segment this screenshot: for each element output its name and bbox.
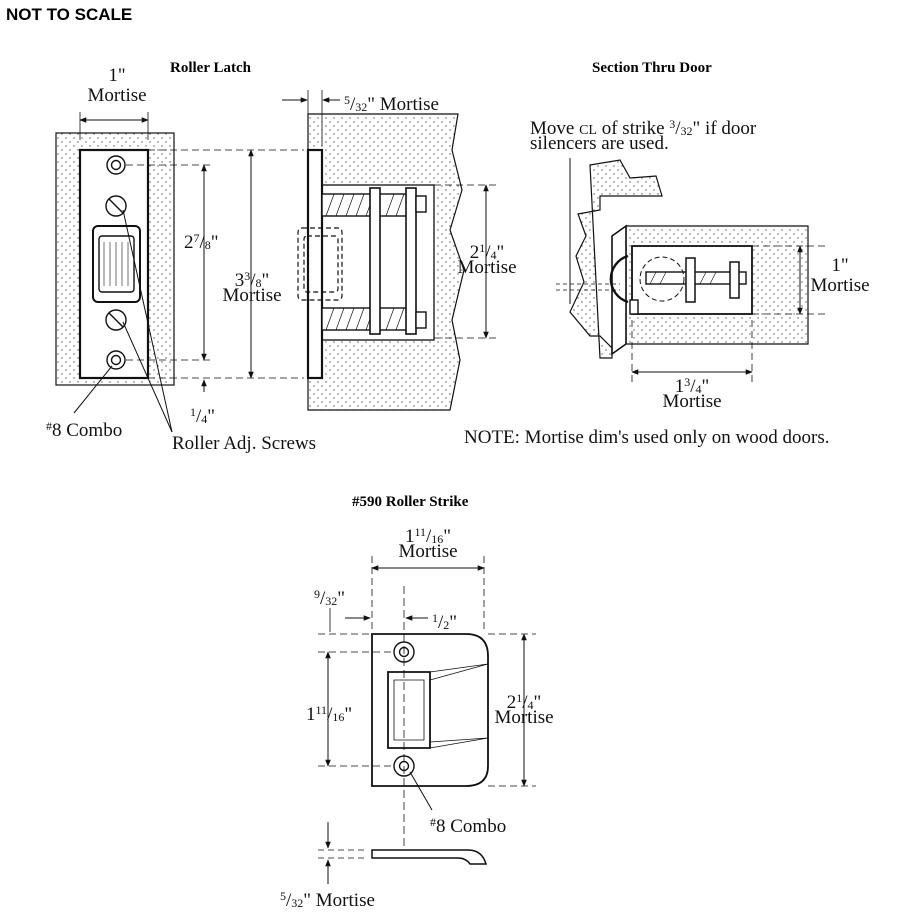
latch-side-view [282, 90, 496, 411]
latch-width-value: 1" [108, 65, 126, 86]
latch-front-view [55, 112, 304, 433]
latch-overall-dim: 33/8" [234, 269, 270, 291]
latch-width-unit: Mortise [87, 85, 147, 106]
strike-title: #590 Roller Strike [352, 494, 469, 510]
roller-latch-title: Roller Latch [170, 60, 251, 76]
move-cl-note-line2: silencers are used. [530, 133, 669, 154]
centerline-symbol: CL [579, 123, 597, 138]
strike-width-dim: 111/16" [404, 525, 452, 547]
latch-screw-span-dim: 27/8" [184, 231, 219, 253]
latch-overall-unit: Mortise [222, 285, 282, 306]
strike-thickness-dim: 5/32" Mortise [280, 889, 375, 911]
section-view [556, 158, 826, 382]
latch-depth-unit: Mortise [457, 257, 517, 278]
section-title: Section Thru Door [592, 60, 712, 76]
strike-center-dim: 1/2" [432, 611, 458, 633]
wood-door-note: NOTE: Mortise dim's used only on wood do… [464, 427, 830, 448]
strike-edge-dim: 9/32" [314, 587, 346, 609]
strike-height-dim: 111/16" [306, 703, 353, 725]
strike-width-unit: Mortise [398, 541, 458, 562]
strike-combo-label: #8 Combo [430, 815, 507, 837]
strike-view [318, 556, 536, 884]
not-to-scale-heading: NOT TO SCALE [6, 5, 133, 24]
roller-adj-screws-label: Roller Adj. Screws [172, 433, 317, 454]
latch-offset-dim: 5/32" Mortise [344, 93, 439, 115]
latch-depth-dim: 21/4" [469, 241, 505, 263]
latch-combo-label: #8 Combo [46, 419, 123, 441]
move-cl-note: Move CL of strike 3/32" if door [530, 117, 757, 139]
section-depth-unit: Mortise [662, 391, 722, 412]
section-height-unit: Mortise [810, 275, 870, 296]
strike-overall-dim: 21/4" [506, 691, 542, 713]
strike-overall-unit: Mortise [494, 707, 554, 728]
section-height-value: 1" [831, 255, 849, 276]
section-depth-dim: 13/4" [674, 375, 710, 397]
latch-bottom-gap-dim: 1/4" [190, 405, 216, 427]
